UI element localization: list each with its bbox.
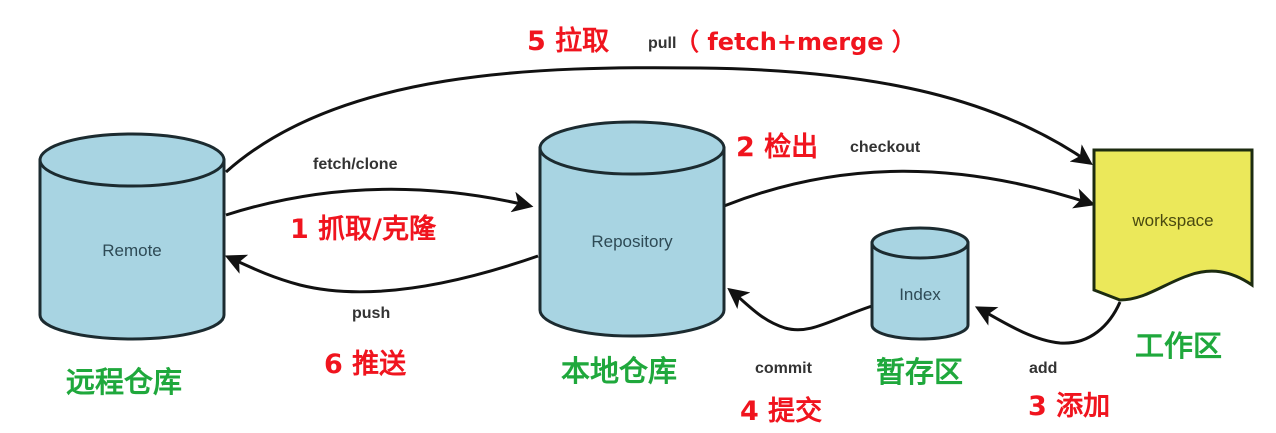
remote-cylinder-body [38, 158, 226, 341]
workspace-document-shape [1092, 148, 1254, 302]
workspace-label: workspace [1131, 211, 1213, 230]
index-cylinder-body [870, 241, 970, 341]
checkout-step-label: 2 检出 [736, 131, 818, 163]
workspace-caption: 工作区 [1135, 329, 1222, 363]
fetch-clone-command-label: fetch/clone [313, 156, 398, 173]
remote-caption: 远程仓库 [66, 365, 182, 399]
checkout-command-label: checkout [850, 139, 921, 156]
add-arrow [974, 301, 1122, 345]
pull-step-label: 5 拉取 [527, 25, 609, 57]
checkout-arrow [723, 169, 1096, 209]
commit-arrow [727, 287, 873, 332]
commit-command-label: commit [755, 360, 813, 377]
fetch-clone-arrow [225, 187, 534, 217]
repository-cylinder-top [538, 120, 726, 176]
remote-label: Remote [102, 241, 162, 260]
repository-cylinder-body [538, 146, 726, 338]
remote-node: Remote [38, 132, 226, 341]
index-label: Index [899, 285, 941, 304]
index-node: Index [870, 226, 970, 341]
fetch-clone-step-label: 1 抓取/克隆 [290, 213, 437, 245]
pull-arrow [225, 66, 1093, 174]
push-command-label: push [352, 305, 390, 322]
add-step-label: 3 添加 [1028, 391, 1110, 422]
push-step-label: 6 推送 [324, 349, 406, 380]
repository-node: Repository [538, 120, 726, 338]
add-command-label: add [1029, 360, 1057, 377]
remote-cylinder-top [38, 132, 226, 188]
index-caption: 暂存区 [876, 355, 963, 389]
index-cylinder-top [870, 226, 970, 260]
pull-command-label: pull [648, 35, 676, 52]
repository-caption: 本地仓库 [561, 354, 677, 388]
pull-detail-label: （ fetch+merge ） [675, 28, 916, 56]
repository-label: Repository [591, 232, 673, 251]
workspace-node: workspace [1092, 148, 1254, 302]
commit-step-label: 4 提交 [740, 395, 822, 427]
push-arrow [224, 254, 539, 294]
